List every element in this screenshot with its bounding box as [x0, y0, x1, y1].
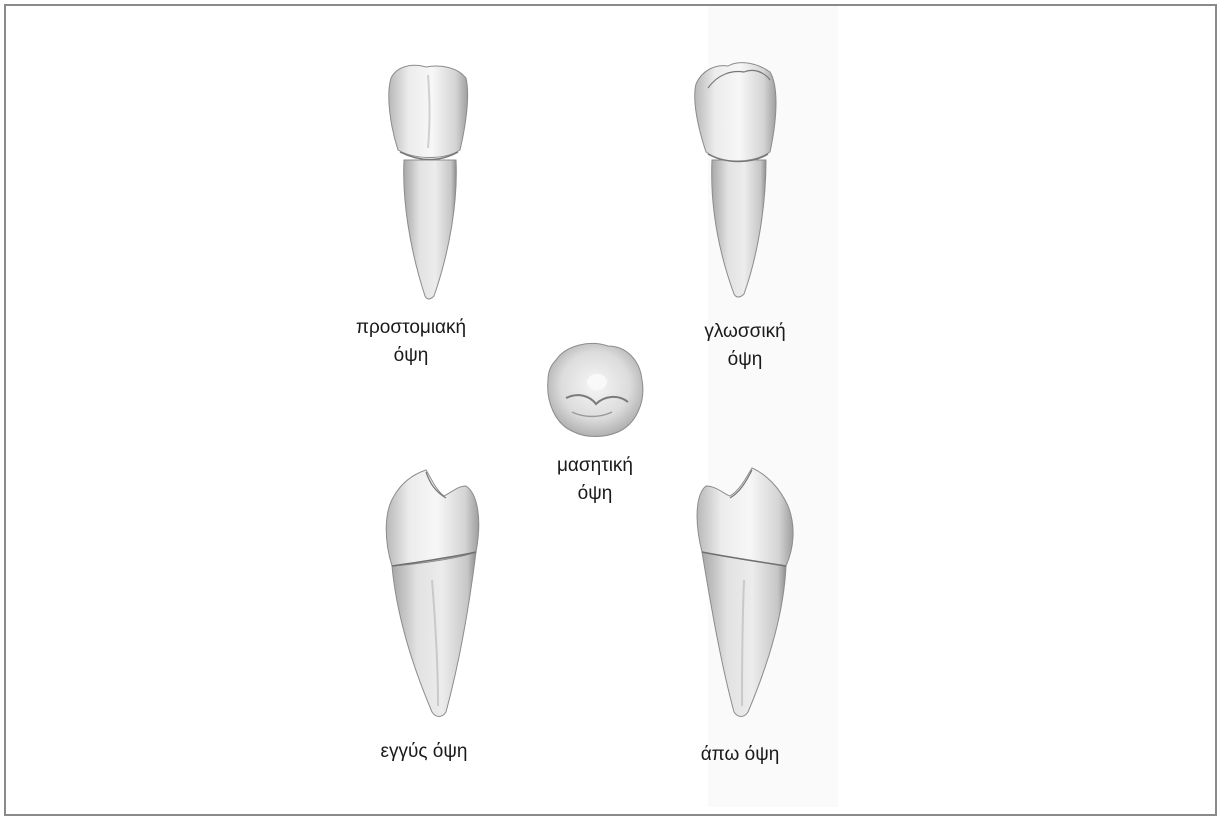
label-distal-view: άπω όψη — [660, 741, 820, 769]
label-buccal-line2: όψη — [336, 342, 486, 370]
tooth-distal-root — [702, 552, 786, 717]
label-occlusal-line1: μασητική — [520, 452, 670, 480]
label-occlusal-view: μασητική όψη — [520, 452, 670, 508]
label-buccal-line1: προστομιακή — [336, 314, 486, 342]
tooth-lingual-view — [695, 63, 776, 297]
tooth-distal-view — [697, 468, 793, 717]
tooth-occlusal-view — [548, 344, 643, 437]
label-buccal-view: προστομιακή όψη — [336, 314, 486, 370]
tooth-lingual-root — [712, 160, 766, 297]
label-lingual-line2: όψη — [670, 346, 820, 374]
label-mesial-text: εγγύς όψη — [344, 738, 504, 766]
label-occlusal-line2: όψη — [520, 480, 670, 508]
tooth-buccal-root — [404, 160, 457, 299]
label-mesial-view: εγγύς όψη — [344, 738, 504, 766]
tooth-mesial-view — [386, 470, 479, 717]
tooth-lingual-crown — [695, 63, 776, 161]
tooth-buccal-view — [389, 65, 468, 299]
tooth-occlusal-surface — [548, 344, 643, 437]
label-lingual-line1: γλωσσική — [670, 318, 820, 346]
label-distal-text: άπω όψη — [660, 741, 820, 769]
tooth-mesial-root — [392, 552, 476, 717]
label-lingual-view: γλωσσική όψη — [670, 318, 820, 374]
